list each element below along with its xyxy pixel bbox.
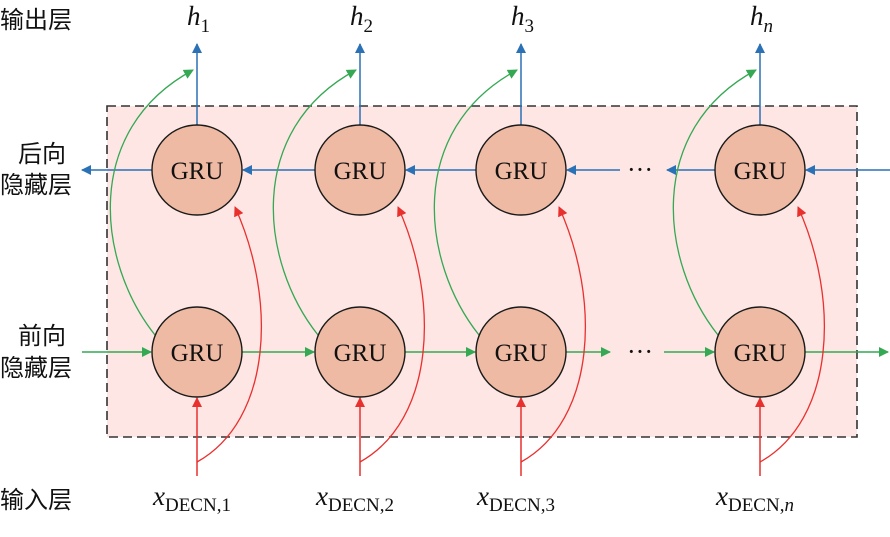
gru-cell-forward-3-label: GRU xyxy=(495,340,548,367)
input-layer-label: 输入层 xyxy=(0,486,72,514)
input-label-2-index: 2 xyxy=(384,495,394,516)
gru-cell-forward-2-circle xyxy=(314,306,406,398)
gru-cell-backward-3-label: GRU xyxy=(495,158,548,185)
gru-cell-forward-1-label: GRU xyxy=(171,340,224,367)
backward-ellipsis: ··· xyxy=(627,155,653,184)
input-to-backward-curve-3 xyxy=(520,206,586,463)
input-label-2-main: x xyxy=(315,481,328,511)
input-label-3: xDECN,3 xyxy=(476,481,555,516)
gru-cell-backward-3: GRU xyxy=(475,124,567,216)
backward-hidden-layer-label-line1: 后向 xyxy=(18,140,66,168)
input-to-backward-curve-1 xyxy=(196,206,262,463)
forward-ellipsis: ··· xyxy=(627,337,653,366)
gru-cell-forward-n-label: GRU xyxy=(734,340,787,367)
output-label-1-main: h xyxy=(187,1,201,31)
output-label-2: h2 xyxy=(350,1,373,37)
gru-cell-backward-n-circle xyxy=(714,124,806,216)
input-label-1-subscript: DECN, xyxy=(165,495,221,516)
forward-hidden-layer-label-line2: 隐藏层 xyxy=(0,354,72,382)
input-label-1-index: 1 xyxy=(221,495,231,516)
forward-to-output-curve-2 xyxy=(272,69,357,336)
gru-cell-backward-3-circle xyxy=(475,124,567,216)
input-label-n-main: x xyxy=(715,481,728,511)
gru-cell-forward-3: GRU xyxy=(475,306,567,398)
cells: GRU GRU GRU GRU GRU GRU GRU GRU xyxy=(151,124,806,398)
output-layer-label: 输出层 xyxy=(0,6,72,34)
forward-to-output-curve-1 xyxy=(109,69,194,336)
output-label-1-subscript: 1 xyxy=(201,16,211,37)
gru-cell-backward-2: GRU xyxy=(314,124,406,216)
output-label-3: h3 xyxy=(511,1,534,37)
output-label-1: h1 xyxy=(187,1,210,37)
edges xyxy=(81,43,890,476)
input-to-backward-curve-2 xyxy=(359,206,425,463)
input-label-n-index: n xyxy=(784,495,794,516)
output-label-3-main: h xyxy=(511,1,525,31)
gru-cell-forward-n-circle xyxy=(714,306,806,398)
input-label-3-index: 3 xyxy=(545,495,555,516)
input-label-3-subscript: DECN, xyxy=(489,495,545,516)
forward-to-output-curve-n xyxy=(672,69,757,336)
output-label-n: hn xyxy=(750,1,773,37)
gru-cell-backward-1: GRU xyxy=(151,124,243,216)
output-label-n-subscript: n xyxy=(764,16,774,37)
forward-hidden-layer-label-line1: 前向 xyxy=(18,322,66,350)
gru-cell-forward-2-label: GRU xyxy=(334,340,387,367)
gru-cell-forward-2: GRU xyxy=(314,306,406,398)
gru-cell-forward-1-circle xyxy=(151,306,243,398)
output-label-2-subscript: 2 xyxy=(364,16,374,37)
gru-cell-forward-3-circle xyxy=(475,306,567,398)
output-label-3-subscript: 3 xyxy=(525,16,535,37)
input-label-n-subscript: DECN, xyxy=(728,495,784,516)
input-label-2: xDECN,2 xyxy=(315,481,394,516)
input-label-n: xDECN,n xyxy=(715,481,794,516)
gru-cell-backward-2-circle xyxy=(314,124,406,216)
gru-cell-backward-1-label: GRU xyxy=(171,158,224,185)
gru-cell-backward-2-label: GRU xyxy=(334,158,387,185)
forward-to-output-curve-3 xyxy=(433,69,518,336)
gru-cell-backward-1-circle xyxy=(151,124,243,216)
gru-cell-forward-1: GRU xyxy=(151,306,243,398)
gru-cell-backward-n-label: GRU xyxy=(734,158,787,185)
output-label-2-main: h xyxy=(350,1,364,31)
input-to-backward-curve-n xyxy=(759,206,825,463)
input-label-1: xDECN,1 xyxy=(152,481,231,516)
gru-cell-backward-n: GRU xyxy=(714,124,806,216)
backward-hidden-layer-label-line2: 隐藏层 xyxy=(0,171,72,199)
input-label-1-main: x xyxy=(152,481,165,511)
input-label-2-subscript: DECN, xyxy=(328,495,384,516)
gru-cell-forward-n: GRU xyxy=(714,306,806,398)
output-label-n-main: h xyxy=(750,1,764,31)
input-label-3-main: x xyxy=(476,481,489,511)
